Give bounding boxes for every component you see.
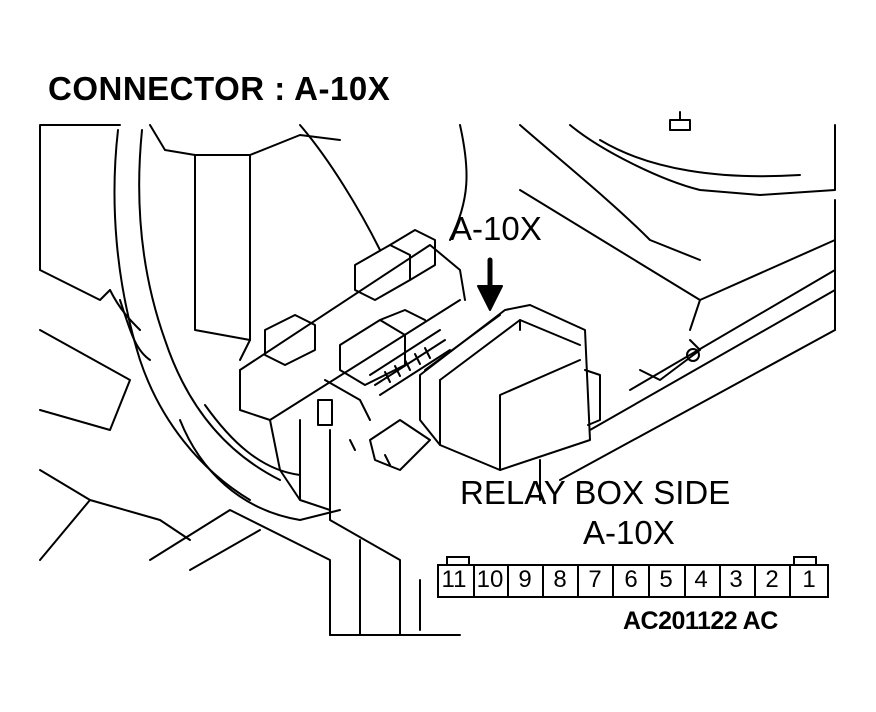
pin-label: 8 <box>553 566 567 593</box>
callout-label: A-10X <box>450 210 542 247</box>
pin-label: 3 <box>729 566 743 593</box>
pin-label: 7 <box>588 566 602 593</box>
pin-label: 4 <box>694 566 708 593</box>
figure-code: AC201122 AC <box>623 607 778 635</box>
pin-label: 11 <box>441 566 467 593</box>
pin-label: 1 <box>802 566 816 593</box>
pin-label: 10 <box>476 566 504 593</box>
page-title: CONNECTOR : A-10X <box>48 70 391 107</box>
relay-box-side-heading: RELAY BOX SIDE <box>460 474 731 511</box>
connector-id-label: A-10X <box>583 514 675 551</box>
pin-label: 9 <box>518 566 532 593</box>
pin-label: 6 <box>624 566 638 593</box>
pin-label: 2 <box>765 566 779 593</box>
pin-label: 5 <box>659 566 673 593</box>
connector-face-diagram <box>437 556 829 598</box>
